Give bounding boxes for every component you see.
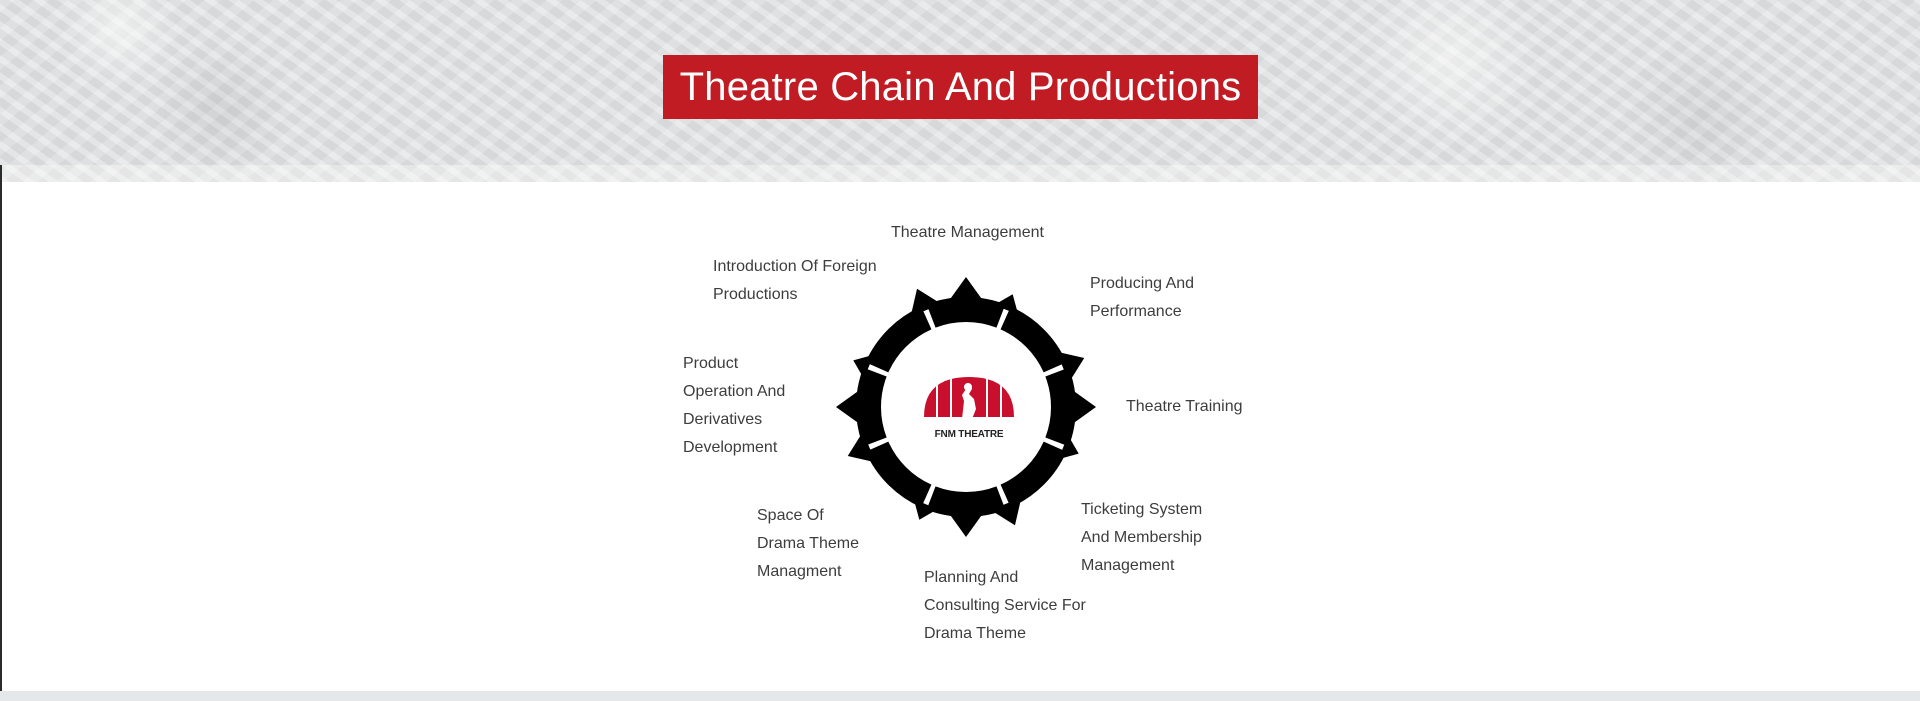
wheel-tooth <box>847 431 876 463</box>
wheel-tooth <box>853 354 874 379</box>
label-line: Development <box>683 439 778 456</box>
wheel-tooth <box>990 497 1022 526</box>
label-line: Theatre Training <box>1126 398 1243 415</box>
label-line: Product <box>683 355 739 372</box>
label-line: Management <box>1081 557 1175 574</box>
wheel-tooth <box>994 294 1019 315</box>
label-line: Drama Theme <box>924 625 1026 642</box>
label-ticketing-system: Ticketing System And Membership Manageme… <box>1081 496 1202 580</box>
wheel-tooth <box>1058 435 1079 460</box>
header-banner-edge <box>0 165 1920 182</box>
label-line: Ticketing System <box>1081 501 1203 518</box>
label-planning-consulting: Planning And Consulting Service For Dram… <box>924 564 1086 648</box>
wheel-segment <box>1045 367 1076 447</box>
wheel-segment <box>865 441 932 508</box>
label-line: Introduction Of Foreign <box>713 258 877 275</box>
wheel-point <box>947 511 985 537</box>
logo-text: FNM THEATRE <box>934 429 1004 440</box>
wheel-segment <box>1000 441 1067 508</box>
label-space-of-drama: Space Of Drama Theme Managment <box>757 502 859 586</box>
label-line: Performance <box>1090 303 1182 320</box>
wheel-segment <box>926 486 1006 517</box>
page-title: Theatre Chain And Productions <box>679 64 1242 109</box>
wheel-point <box>1070 388 1096 426</box>
left-border <box>0 165 2 691</box>
wheel-tooth <box>1056 351 1085 383</box>
label-line: Producing And <box>1090 275 1195 292</box>
label-line: Planning And <box>924 569 1019 586</box>
wheel-segment <box>1000 306 1067 373</box>
label-line: Operation And <box>683 383 786 400</box>
wheel-segment <box>926 297 1006 328</box>
wheel-segment <box>865 306 932 373</box>
gear-wheel-icon <box>836 277 1096 537</box>
wheel-segment <box>856 367 887 447</box>
label-line: Space Of <box>757 507 824 524</box>
label-line: Managment <box>757 563 842 580</box>
wheel-tooth <box>913 499 938 520</box>
label-theatre-management: Theatre Management <box>891 219 1044 247</box>
label-foreign-productions: Introduction Of Foreign Productions <box>713 253 877 309</box>
fnm-theatre-logo-icon <box>924 377 1014 417</box>
label-theatre-training: Theatre Training <box>1126 393 1243 421</box>
label-line: Productions <box>713 286 798 303</box>
label-line: And Membership <box>1081 529 1202 546</box>
label-producing-performance: Producing And Performance <box>1090 270 1194 326</box>
wheel-tooth <box>910 288 942 317</box>
wheel-point <box>836 388 862 426</box>
page-title-box: Theatre Chain And Productions <box>663 55 1258 119</box>
label-line: Drama Theme <box>757 535 859 552</box>
label-line: Theatre Management <box>891 224 1044 241</box>
label-line: Consulting Service For <box>924 597 1086 614</box>
label-product-operation: Product Operation And Derivatives Develo… <box>683 350 785 462</box>
label-line: Derivatives <box>683 411 763 428</box>
footer-strip <box>0 691 1920 701</box>
wheel-point <box>947 277 985 303</box>
